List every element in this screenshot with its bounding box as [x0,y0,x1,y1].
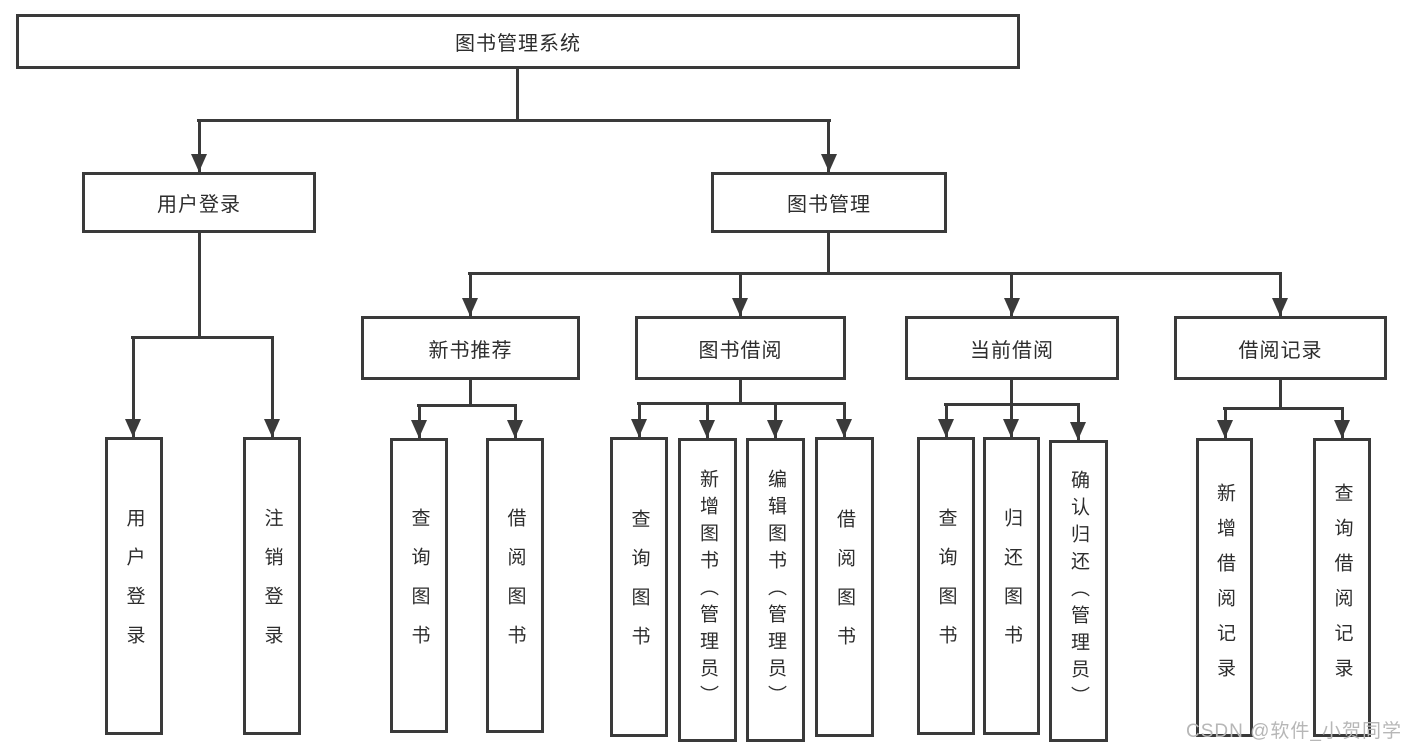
connector-line [469,272,472,316]
connector-line [198,119,201,172]
connector-line [271,336,274,437]
arrow-down-icon [411,420,427,438]
leaf-borrow-add-book-admin: 新增图书（管理员） [678,438,737,742]
arrow-down-icon [1003,419,1019,437]
arrow-down-icon [836,419,852,437]
connector-line [469,380,472,406]
arrow-down-icon [767,420,783,438]
leaf-current-confirm-return-admin: 确认归还（管理员） [1049,440,1108,742]
leaf-records-query-record: 查询借阅记录 [1313,438,1371,737]
arrow-down-icon [507,420,523,438]
connector-line [1279,380,1282,409]
leaf-newbook-borrow-book: 借阅图书 [486,438,544,733]
arrow-down-icon [1070,422,1086,440]
leaf-records-add-record: 新增借阅记录 [1196,438,1253,737]
leaf-current-query-book: 查询图书 [917,437,975,735]
arrow-down-icon [631,419,647,437]
arrow-down-icon [264,419,280,437]
connector-line [131,336,274,339]
arrow-down-icon [732,298,748,316]
leaf-newbook-query-book: 查询图书 [390,438,448,733]
connector-line [1010,380,1013,405]
arrow-down-icon [938,419,954,437]
connector-line [1077,403,1080,440]
connector-line [1279,272,1282,316]
watermark: CSDN @软件_小贺同学 [1186,721,1402,742]
arrow-down-icon [1272,298,1288,316]
leaf-borrow-edit-book-admin: 编辑图书（管理员） [746,438,805,742]
leaf-current-return-book: 归还图书 [983,437,1040,735]
node-library-system-root: 图书管理系统 [16,14,1020,69]
node-book-management: 图书管理 [711,172,947,233]
arrow-down-icon [821,154,837,172]
node-new-book-recommend: 新书推荐 [361,316,580,380]
connector-line [132,336,135,437]
connector-line [417,404,517,407]
arrow-down-icon [699,420,715,438]
arrow-down-icon [191,154,207,172]
connector-line [198,233,201,338]
node-current-borrowing: 当前借阅 [905,316,1119,380]
connector-line [827,119,830,172]
arrow-down-icon [1217,420,1233,438]
connector-line [1010,272,1013,316]
connector-line [827,233,830,274]
node-borrowing-records: 借阅记录 [1174,316,1387,380]
connector-line [468,272,1282,275]
connector-line [739,272,742,316]
connector-line [739,380,742,404]
arrow-down-icon [462,298,478,316]
connector-line [197,119,831,122]
connector-line [516,69,519,121]
leaf-user-login: 用户登录 [105,437,163,735]
node-user-login: 用户登录 [82,172,316,233]
leaf-borrow-borrow-book: 借阅图书 [815,437,874,737]
connector-line [1223,407,1344,410]
connector-line [637,402,846,405]
arrow-down-icon [1334,420,1350,438]
leaf-borrow-query-book: 查询图书 [610,437,668,737]
leaf-logout: 注销登录 [243,437,301,735]
arrow-down-icon [125,419,141,437]
arrow-down-icon [1004,298,1020,316]
node-book-borrowing: 图书借阅 [635,316,846,380]
